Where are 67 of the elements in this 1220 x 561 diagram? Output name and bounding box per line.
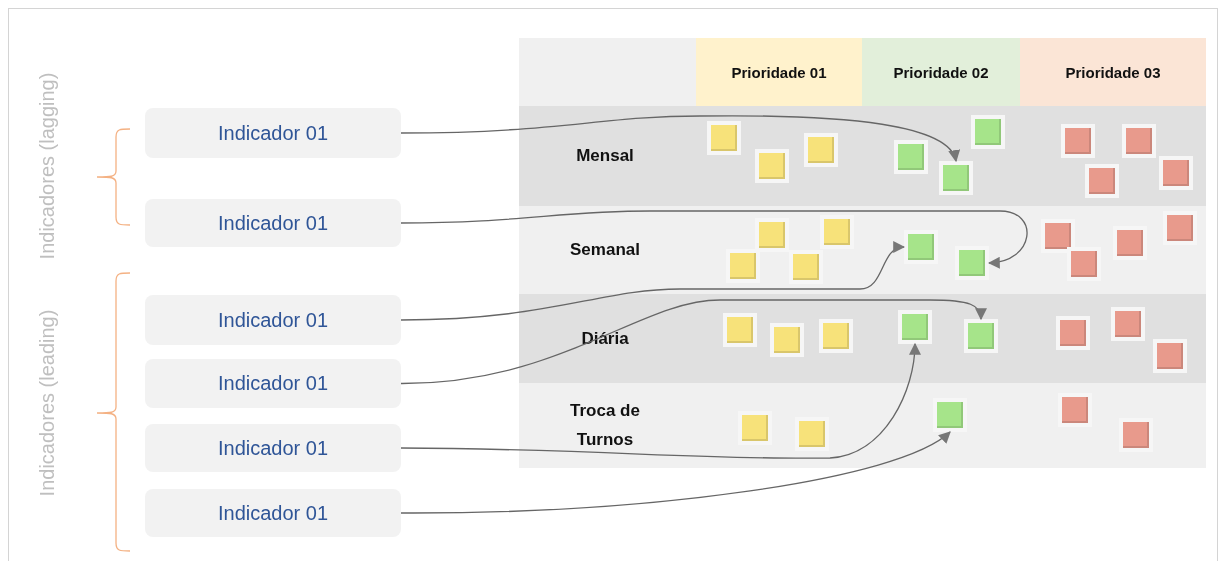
sticky-note [789,250,823,284]
sticky-note [707,121,741,155]
sticky-note [1119,418,1153,452]
sticky-note [904,230,938,264]
sticky-note [971,115,1005,149]
sticky-note [1067,247,1101,281]
group-label: Indicadores (leading) [36,308,58,499]
sticky-note [1153,339,1187,373]
indicator-box [145,424,401,472]
sticky-note [939,161,973,195]
arrow [400,342,921,459]
sticky-note [1122,124,1156,158]
column-header [696,38,862,106]
column-header [862,38,1020,106]
sticky-note [804,133,838,167]
table-row-band [519,383,1206,468]
row-label: Diária [580,327,630,350]
table-row-band [519,106,1206,206]
indicator-label: Indicador 01 [217,211,329,235]
sticky-note [770,323,804,357]
sticky-note [820,215,854,249]
arrow [400,210,1028,268]
sticky-note [819,319,853,353]
indicator-label: Indicador 01 [217,121,329,145]
sticky-note [964,319,998,353]
sticky-note [1058,393,1092,427]
sticky-note [933,398,967,432]
header-text: Prioridade 02 [893,63,989,81]
indicator-label: Indicador 01 [217,501,329,525]
indicator-box [145,199,401,247]
sticky-note [1111,307,1145,341]
indicator-box [145,489,401,537]
arrow [400,242,906,321]
sticky-note [955,246,989,280]
header-text: Prioridade 03 [1065,63,1161,81]
sticky-note [726,249,760,283]
sticky-note [1113,226,1147,260]
arrow [400,299,987,385]
sticky-note [755,218,789,252]
table-row-band [519,206,1206,294]
arrow [400,431,951,514]
sticky-note [795,417,829,451]
sticky-note [1085,164,1119,198]
sticky-note [723,313,757,347]
indicator-box [145,359,401,408]
sticky-note [1041,219,1075,253]
sticky-note [738,411,772,445]
header-text: Prioridade 01 [731,63,827,81]
column-header [1020,38,1206,106]
indicator-label: Indicador 01 [217,372,329,395]
sticky-note [894,140,928,174]
indicator-box [145,295,401,345]
row-label: Mensal [575,145,635,168]
row-label: Troca de Turnos [569,399,641,452]
indicator-label: Indicador 01 [217,308,329,332]
sticky-note [1159,156,1193,190]
row-label: Semanal [569,239,641,262]
indicator-box [145,108,401,158]
sticky-note [1163,211,1197,245]
sticky-note [1056,316,1090,350]
arrow [400,115,958,163]
table-row-band [519,294,1206,383]
sticky-note [1061,124,1095,158]
sticky-note [755,149,789,183]
sticky-note [898,310,932,344]
group-label: Indicadores (lagging) [36,71,58,262]
indicator-label: Indicador 01 [217,436,329,460]
